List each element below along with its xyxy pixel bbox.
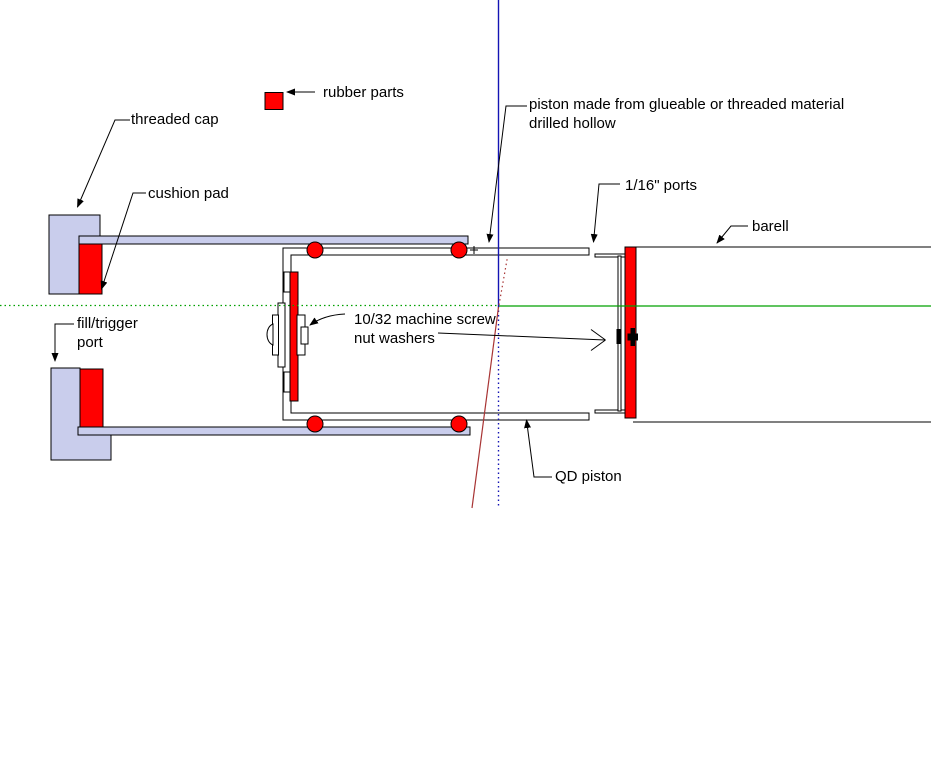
legend-rubber-swatch: [264, 92, 284, 110]
tube-wall-bottom: [77, 426, 471, 436]
threaded-cap-label: threaded cap: [131, 111, 219, 128]
o-ring: [450, 415, 468, 433]
face-bolt-head: [627, 333, 638, 341]
qd-piston-leader: [524, 419, 552, 478]
piston-body: [266, 241, 590, 433]
machine-screw-label-line1: 10/32 machine screw: [354, 311, 496, 328]
washer-left-large: [277, 302, 286, 368]
center-plus-mark: [470, 246, 478, 254]
screw-head: [266, 323, 274, 346]
construction-axes: [0, 0, 931, 509]
red-axis-dotted: [498, 256, 509, 306]
threaded-cap-leader: [77, 119, 130, 208]
ports-label: 1/16" ports: [625, 177, 697, 194]
machine-screw-left-leader: [309, 313, 346, 326]
piston-material-leader: [486, 105, 527, 243]
o-ring: [306, 241, 324, 259]
labels: threaded cap cushion pad rubber parts pi…: [77, 84, 844, 485]
rubber-parts-label: rubber parts: [323, 84, 404, 101]
leader-lines: [51, 88, 748, 478]
o-ring: [450, 241, 468, 259]
qd-piston-assembly: [594, 246, 931, 423]
cushion-pad-top: [78, 243, 103, 295]
ports-leader: [590, 183, 620, 243]
screw-nut: [300, 326, 309, 345]
piston-stop-block: [616, 329, 621, 344]
fill-trigger-leader: [51, 323, 74, 362]
fill-trigger-label-line2: port: [77, 334, 104, 351]
machine-screw-label-line2: nut washers: [354, 330, 435, 347]
tube-wall-top: [78, 235, 469, 245]
cushion-pad-bottom: [79, 368, 104, 428]
barell-leader: [716, 225, 748, 244]
qd-piston-label: QD piston: [555, 468, 622, 485]
fill-trigger-label-line1: fill/trigger: [77, 315, 138, 332]
cushion-pad-label: cushion pad: [148, 185, 229, 202]
machine-screw-right-arrowhead: [590, 329, 606, 351]
barell-label: barell: [752, 218, 789, 235]
o-ring: [306, 415, 324, 433]
end-cap-assembly: [48, 214, 471, 461]
piston-material-label-line2: drilled hollow: [529, 115, 616, 132]
machine-screw-right-leader: [437, 332, 606, 341]
red-axis-line: [471, 306, 500, 509]
cushion-pad-leader: [100, 192, 146, 290]
piston-material-label-line1: piston made from glueable or threaded ma…: [529, 96, 844, 113]
piston-body-outline: [282, 247, 590, 421]
